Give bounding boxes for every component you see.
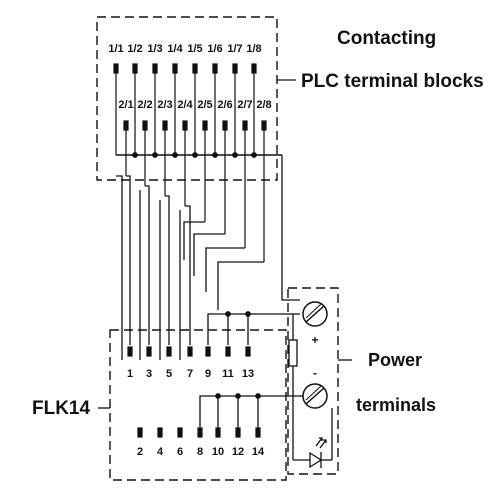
plc-bottom-pin-label: 2/7: [237, 99, 252, 111]
flk14-odd-pin-label: 1: [127, 368, 133, 380]
plc-top-pin-label: 1/4: [167, 43, 183, 55]
plc-bottom-pins: [123, 120, 267, 262]
plc-bottom-pin-label: 2/8: [256, 99, 271, 111]
plc-top-pin-label: 1/5: [187, 43, 202, 55]
flk14-even-pin-label: 12: [232, 446, 244, 458]
plc-top-pin-label: 1/8: [246, 43, 261, 55]
flk14-odd-pin-label: 3: [146, 368, 152, 380]
plc-top-pins: [113, 63, 257, 155]
flk14-odd-pin-label: 9: [205, 368, 211, 380]
plc-top-pin-label: 1/3: [147, 43, 162, 55]
resistor-icon: [288, 339, 298, 367]
plc-bottom-pin-label: 2/6: [217, 99, 232, 111]
flk14-connector-box: [109, 329, 287, 481]
minus-screw-terminal: [302, 383, 328, 409]
flk14-even-pin-label: 10: [212, 446, 224, 458]
flk14-even-pin-label: 2: [137, 446, 143, 458]
plus-sign: +: [311, 333, 318, 347]
plus-rail: [207, 311, 300, 345]
flk14-even-pin-label: 14: [252, 446, 265, 458]
plc-top-pin-label: 1/2: [127, 43, 142, 55]
plc-bottom-pin-label: 2/5: [197, 99, 212, 111]
signal-wires: [116, 175, 264, 360]
plc-bottom-pin-labels: 2/1 2/2 2/3 2/4 2/5 2/6 2/7 2/8: [118, 99, 271, 111]
plc-label-line1: Contacting: [337, 28, 436, 49]
flk14-odd-pin-labels: 1 3 5 7 9 11 13: [127, 368, 254, 380]
plc-bottom-pin-label: 2/1: [118, 99, 133, 111]
flk14-odd-pin-label: 5: [166, 368, 172, 380]
led-icon: [309, 408, 333, 469]
plc-label-line2: PLC terminal blocks: [301, 71, 484, 92]
minus-rail: [199, 393, 300, 428]
plc-top-pin-label: 1/1: [108, 43, 123, 55]
plus-screw-terminal: [302, 301, 328, 327]
flk14-even-pin-label: 8: [197, 446, 203, 458]
power-label-line2: terminals: [356, 395, 436, 415]
flk14-odd-pin-label: 7: [187, 368, 193, 380]
flk14-odd-pins: [127, 346, 251, 357]
bus-to-power-wire: [281, 155, 300, 301]
flk14-label: FLK14: [32, 398, 91, 419]
flk14-odd-pin-label: 11: [222, 368, 234, 380]
plc-terminal-box: [96, 16, 278, 181]
flk14-even-pins: [137, 427, 261, 438]
plc-top-pin-label: 1/6: [207, 43, 222, 55]
indicator-circuit: [288, 314, 310, 461]
plc-bottom-pin-label: 2/2: [137, 99, 152, 111]
plc-top-pin-label: 1/7: [227, 43, 242, 55]
flk14-even-pin-label: 6: [177, 446, 183, 458]
flk14-odd-pin-label: 13: [242, 368, 254, 380]
plc-top-pin-labels: 1/1 1/2 1/3 1/4 1/5 1/6 1/7 1/8: [108, 43, 261, 55]
flk14-even-pin-label: 4: [157, 446, 164, 458]
minus-sign: -: [313, 366, 317, 380]
plc-bottom-pin-label: 2/3: [157, 99, 172, 111]
power-label-line1: Power: [368, 350, 422, 370]
plc-common-bus: [116, 152, 282, 158]
plc-bottom-pin-label: 2/4: [177, 99, 193, 111]
power-terminal-box: [287, 287, 339, 475]
flk14-even-pin-labels: 2 4 6 8 10 12 14: [137, 446, 265, 458]
